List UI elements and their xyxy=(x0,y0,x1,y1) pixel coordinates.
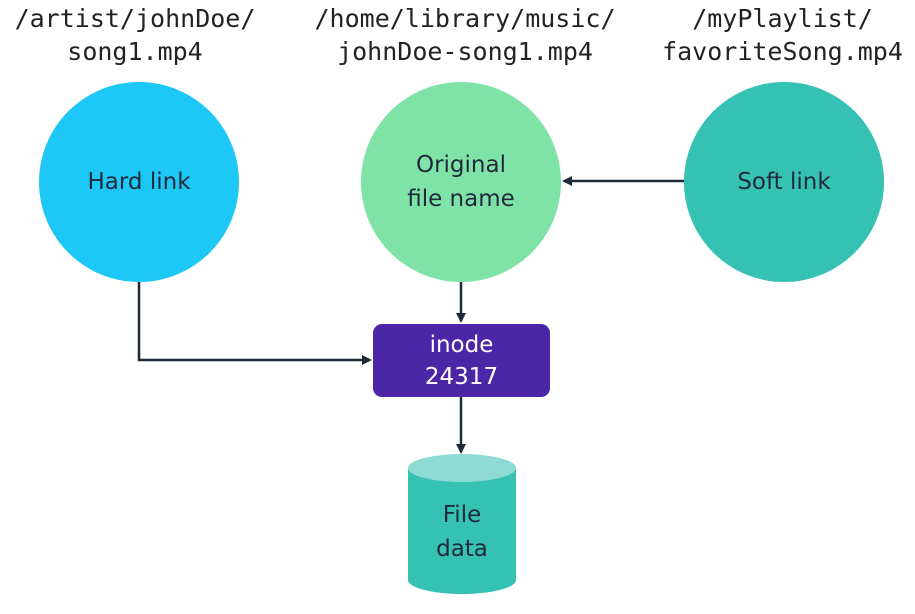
soft-link-path-line-2: favoriteSong.mp4 xyxy=(662,37,903,66)
original-file-path: /home/library/music/ johnDoe-song1.mp4 xyxy=(300,2,630,68)
soft-link-path: /myPlaylist/ favoriteSong.mp4 xyxy=(650,2,915,68)
file-data-cylinder-body xyxy=(408,468,516,594)
inode-node: inode 24317 xyxy=(373,324,550,397)
file-data-label: File data xyxy=(408,498,516,566)
original-file-name-node: Original file name xyxy=(361,82,561,282)
hard-link-path-line-2: song1.mp4 xyxy=(67,37,203,66)
hard-link-label: Hard link xyxy=(87,169,191,195)
hard-link-path-line-1: /artist/johnDoe/ xyxy=(14,4,256,33)
file-data-label-line-2: data xyxy=(436,536,488,562)
soft-link-path-line-1: /myPlaylist/ xyxy=(692,4,873,33)
original-file-name-label-line-2: file name xyxy=(407,186,515,212)
hard-link-to-inode-connector xyxy=(137,282,372,365)
file-data-label-line-1: File xyxy=(442,502,482,528)
inode-number: 24317 xyxy=(424,363,499,390)
hard-link-path: /artist/johnDoe/ song1.mp4 xyxy=(0,2,270,68)
hard-link-node: Hard link xyxy=(39,82,239,282)
original-file-path-line-2: johnDoe-song1.mp4 xyxy=(337,37,593,66)
soft-link-label: Soft link xyxy=(737,169,831,195)
file-data-cylinder xyxy=(408,454,516,594)
soft-link-node: Soft link xyxy=(684,82,884,282)
inode-label: inode xyxy=(429,331,494,358)
original-file-path-line-1: /home/library/music/ xyxy=(314,4,616,33)
original-file-name-label-line-1: Original xyxy=(415,152,506,178)
file-data-cylinder-top xyxy=(408,454,516,482)
